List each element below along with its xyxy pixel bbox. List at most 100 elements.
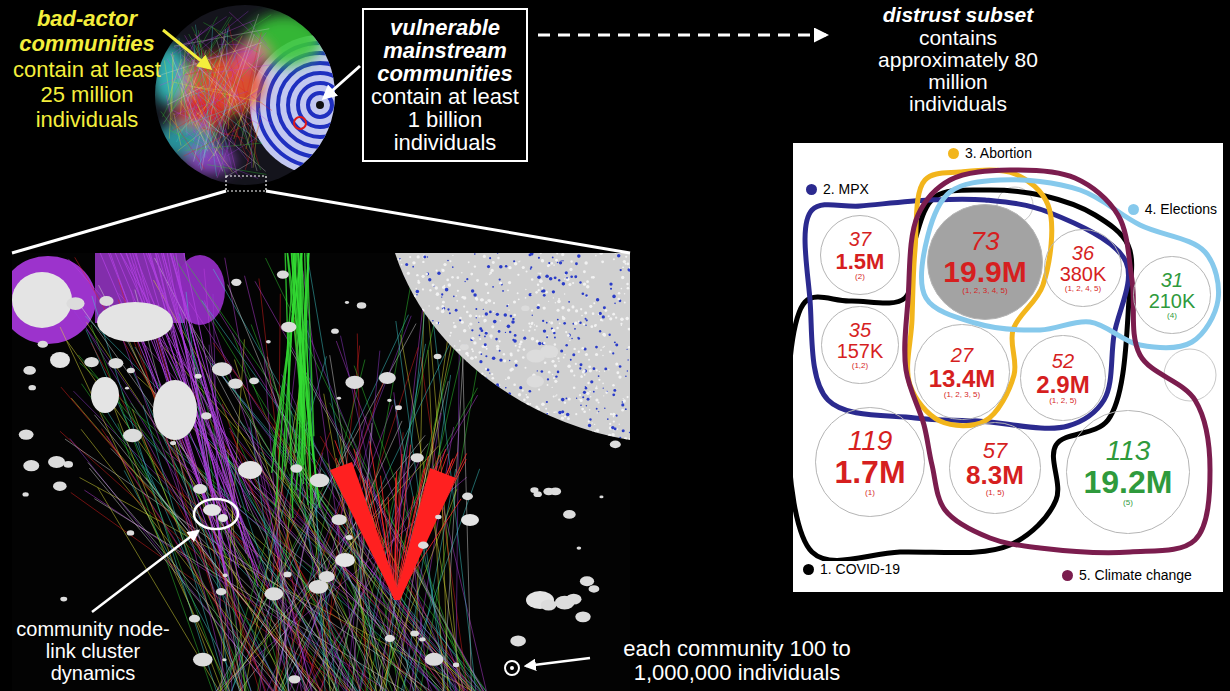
community-dot	[573, 375, 575, 377]
community-dot	[413, 368, 417, 372]
community-dot	[451, 373, 453, 375]
network-link	[179, 493, 349, 691]
community-dot	[495, 419, 497, 421]
community-dot	[426, 328, 429, 331]
community-dot	[538, 389, 540, 391]
community-dot	[619, 437, 621, 439]
community-dot	[432, 320, 434, 322]
node-text-group: 35157K(1,2)	[835, 320, 886, 370]
node-cluster	[580, 576, 594, 586]
network-link	[395, 452, 458, 600]
community-dot	[595, 398, 598, 401]
ring	[278, 63, 362, 147]
community-dot	[514, 334, 517, 337]
community-dot	[618, 439, 620, 441]
community-dot	[429, 289, 431, 291]
community-dot	[532, 410, 535, 413]
community-dot	[616, 415, 617, 416]
community-dot	[471, 369, 473, 371]
community-dot	[527, 406, 529, 408]
community-dot	[401, 264, 403, 266]
community-dot	[493, 398, 495, 400]
community-dot	[622, 266, 624, 268]
community-dot	[480, 353, 482, 355]
community-dot	[598, 379, 600, 381]
community-dot	[510, 368, 513, 371]
node-cluster	[23, 492, 29, 496]
community-dot	[501, 423, 504, 426]
community-dot	[394, 301, 397, 304]
node-cluster	[266, 340, 271, 343]
community-dot	[426, 332, 428, 334]
community-dot	[627, 359, 628, 360]
community-dot	[450, 260, 452, 262]
population-value: 1.7M	[832, 456, 907, 490]
community-dot	[574, 322, 577, 325]
community-dot	[441, 305, 444, 308]
community-dot	[588, 420, 590, 422]
community-dot	[584, 261, 587, 264]
zoom-front	[12, 272, 554, 609]
community-dot	[535, 291, 538, 294]
network-link	[174, 29, 269, 46]
community-dot	[418, 389, 421, 392]
community-dot	[612, 384, 614, 386]
community-dot	[484, 335, 486, 337]
community-dot	[516, 419, 518, 421]
community-dot	[615, 363, 618, 366]
community-dot	[583, 323, 585, 325]
community-dot	[608, 434, 611, 437]
community-dot	[557, 424, 560, 427]
community-dot	[604, 407, 606, 409]
community-dot	[578, 398, 579, 399]
community-dot	[442, 286, 444, 288]
community-dot	[559, 261, 562, 264]
node-cluster	[170, 441, 176, 445]
community-dot	[583, 270, 586, 273]
community-dot	[474, 379, 477, 382]
community-dot	[433, 440, 436, 443]
community-dot	[629, 267, 630, 269]
network-link	[213, 343, 464, 691]
community-dot	[538, 289, 539, 290]
community-dot	[406, 424, 407, 425]
community-dot	[408, 334, 410, 336]
community-dot	[426, 273, 428, 275]
community-dot	[529, 436, 532, 439]
community-dot	[483, 309, 484, 310]
community-dot	[498, 330, 501, 333]
community-dot	[579, 367, 581, 369]
community-dot	[407, 386, 410, 389]
community-dot	[475, 308, 477, 310]
community-dot	[585, 294, 587, 296]
community-dot	[479, 360, 482, 363]
community-dot	[554, 337, 556, 339]
node-cluster	[410, 630, 419, 636]
node-cluster	[281, 322, 296, 333]
community-dot	[417, 415, 418, 416]
topic-set: (1, 5)	[984, 489, 1007, 497]
community-dot	[403, 431, 406, 434]
community-dot	[505, 379, 506, 380]
community-dot	[400, 309, 402, 311]
annotation-label: each community 100 to 1,000,000 individu…	[592, 637, 882, 685]
community-dot	[531, 322, 533, 324]
network-link	[192, 62, 237, 101]
community-dot	[474, 391, 477, 394]
network-link	[288, 253, 320, 508]
community-dot	[434, 439, 438, 443]
community-dot	[455, 309, 458, 312]
node-cluster	[577, 546, 582, 549]
community-dot	[571, 305, 574, 308]
community-dot	[499, 278, 501, 280]
node-cluster	[123, 429, 142, 442]
community-dot	[503, 359, 506, 362]
community-dot	[623, 399, 626, 402]
community-dot	[565, 271, 568, 274]
node-cluster	[543, 488, 554, 496]
node-cluster	[533, 491, 541, 497]
community-dot	[413, 308, 415, 310]
node-cluster	[231, 279, 241, 286]
community-dot	[436, 269, 438, 271]
community-dot	[474, 393, 476, 395]
